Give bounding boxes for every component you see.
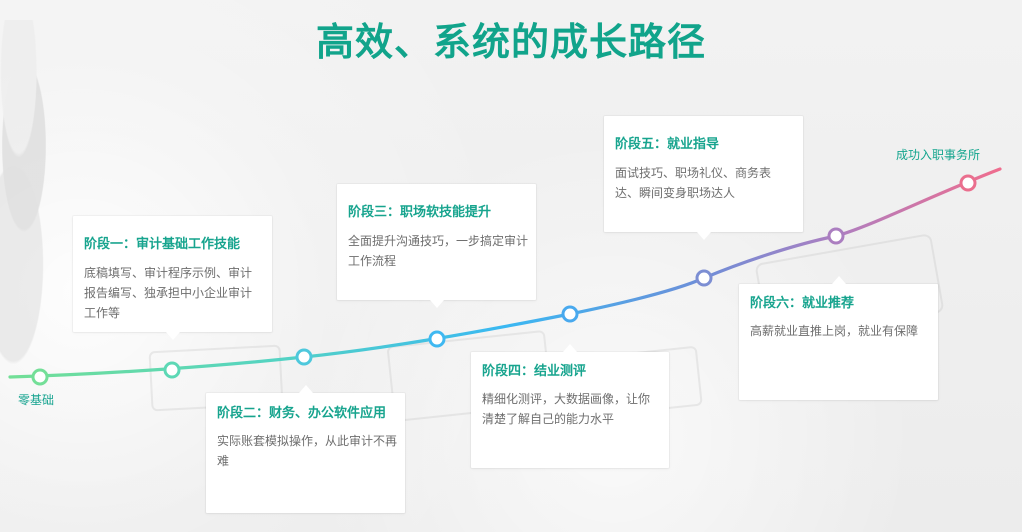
stage-card-6: 阶段六：就业推荐 高薪就业直推上岗，就业有保障 (739, 284, 938, 400)
path-start-label: 零基础 (18, 393, 55, 407)
stage-4-title: 阶段四：结业测评 (482, 364, 587, 379)
stage-card-3: 阶段三：职场软技能提升 全面提升沟通技巧，一步搞定审计工作流程 (337, 184, 536, 300)
path-node-stage-5 (695, 269, 713, 287)
stage-1-title: 阶段一：审计基础工作技能 (84, 237, 241, 252)
stage-card-4: 阶段四：结业测评 精细化测评，大数据画像，让你清楚了解自己的能力水平 (471, 352, 669, 468)
path-node-stage-6 (827, 227, 845, 245)
path-node-stage-1 (163, 361, 181, 379)
path-end-label: 成功入职事务所 (896, 148, 981, 162)
stage-3-title: 阶段三：职场软技能提升 (348, 205, 492, 220)
stage-card-1: 阶段一：审计基础工作技能 底稿填写、审计程序示例、审计报告编写、独承担中小企业审… (73, 216, 272, 332)
stage-6-description: 高薪就业直推上岗，就业有保障 (750, 324, 919, 338)
stage-card-2: 阶段二：财务、办公软件应用 实际账套模拟操作，从此审计不再难 (206, 393, 405, 513)
stage-3-description: 全面提升沟通技巧，一步搞定审计工作流程 (348, 234, 529, 268)
path-node-stage-3 (428, 330, 446, 348)
stage-4-description: 精细化测评，大数据画像，让你清楚了解自己的能力水平 (482, 392, 651, 426)
path-node-stage-2 (295, 348, 313, 366)
stage-5-description: 面试技巧、职场礼仪、商务表达、瞬间变身职场达人 (615, 166, 772, 200)
growth-path-line (8, 167, 1002, 379)
path-node-start (31, 368, 49, 386)
stage-6-title: 阶段六：就业推荐 (750, 296, 855, 311)
stage-card-5: 阶段五：就业指导 面试技巧、职场礼仪、商务表达、瞬间变身职场达人 (604, 116, 803, 232)
stage-2-description: 实际账套模拟操作，从此审计不再难 (217, 434, 398, 468)
stage-5-title: 阶段五：就业指导 (615, 137, 720, 152)
path-node-end (959, 174, 977, 192)
path-node-stage-4 (561, 305, 579, 323)
stage-2-title: 阶段二：财务、办公软件应用 (217, 406, 387, 421)
stage-1-description: 底稿填写、审计程序示例、审计报告编写、独承担中小企业审计工作等 (84, 266, 253, 320)
page-title: 高效、系统的成长路径 (315, 20, 706, 64)
